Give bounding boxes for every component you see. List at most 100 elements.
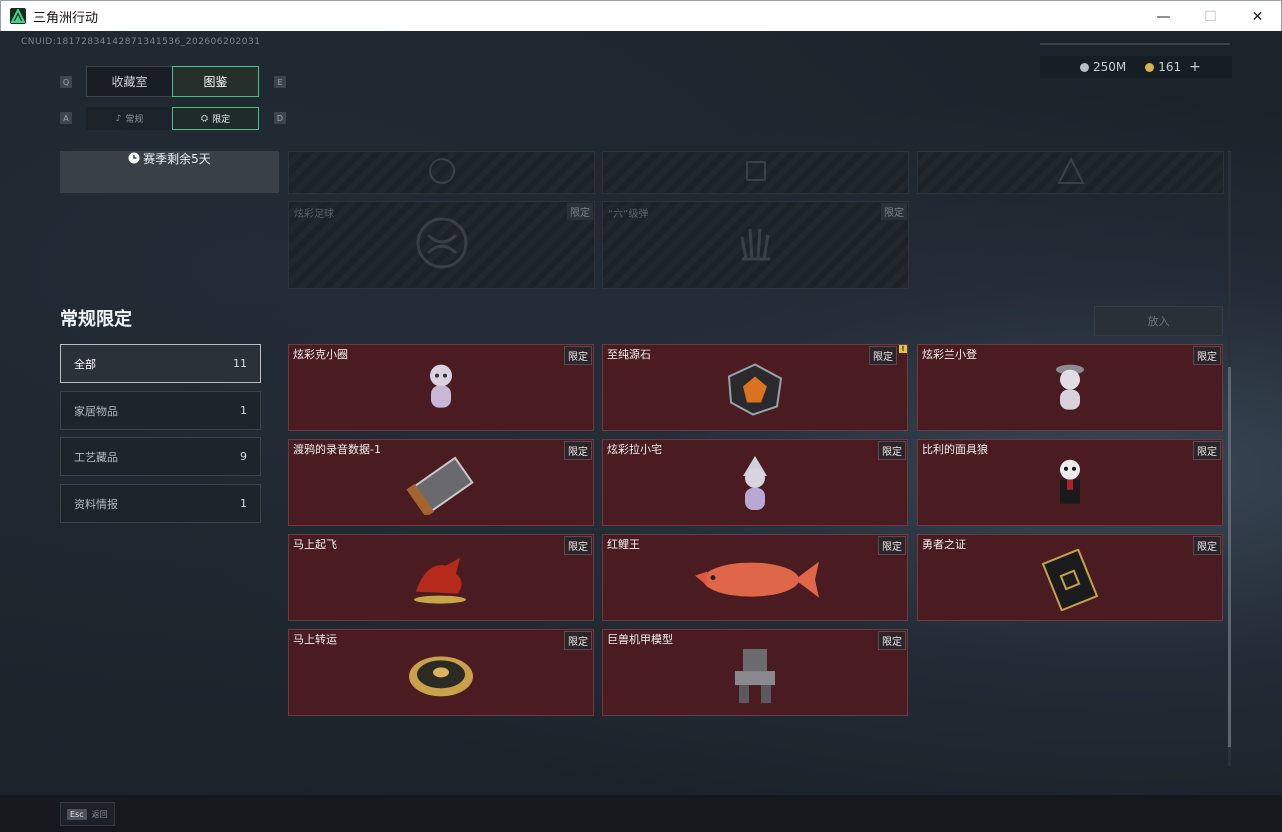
football-icon: [414, 215, 470, 275]
limited-tag: 限定: [878, 536, 906, 555]
limited-tag: 限定: [564, 441, 592, 460]
category-all[interactable]: 全部 11: [60, 344, 261, 383]
locked-item-card[interactable]: “六”级弹 限定: [602, 201, 909, 289]
hand-gesture-icon: [728, 215, 784, 275]
medal-card-icon: [1037, 547, 1103, 614]
category-label: 家居物品: [74, 404, 118, 418]
tab-limited-label: 限定: [212, 115, 231, 125]
limited-tag: 限定: [1193, 536, 1221, 555]
compass-disc-icon: [407, 648, 475, 704]
add-currency-button[interactable]: +: [1189, 59, 1201, 75]
item-card[interactable]: 红鲤王 限定: [602, 534, 908, 621]
key-hint-q: Q: [60, 76, 72, 88]
game-viewport: CNUID:18172834142871341536_202606202031 …: [0, 31, 1282, 832]
item-card[interactable]: 比利的面具狼 限定: [917, 439, 1223, 526]
category-intel[interactable]: 资料情报 1: [60, 484, 261, 523]
item-name: 马上起飞: [293, 538, 337, 551]
category-label: 工艺藏品: [74, 450, 118, 464]
item-card[interactable]: 渡鸦的录音数据-1 限定: [288, 439, 594, 526]
item-card[interactable]: 马上起飞 限定: [288, 534, 594, 621]
limited-icon: ⛭: [200, 113, 209, 124]
item-card[interactable]: 至纯源石 限定 !: [602, 344, 908, 431]
item-name: 炫彩克小圈: [293, 348, 348, 361]
section-title: 常规限定: [60, 309, 132, 330]
tab-limited[interactable]: ⛭ 限定: [172, 107, 259, 130]
key-hint-a: A: [60, 112, 72, 124]
category-home-goods[interactable]: 家居物品 1: [60, 391, 261, 430]
item-name: 渡鸦的录音数据-1: [293, 443, 381, 456]
gold-amount: 161: [1158, 60, 1182, 74]
locked-item-card[interactable]: [917, 151, 1224, 194]
app-logo-icon: [10, 8, 26, 24]
item-card[interactable]: 炫彩拉小宅 限定: [602, 439, 908, 526]
limited-tag: 限定: [567, 203, 593, 220]
item-name: 巨兽机甲模型: [607, 633, 673, 646]
limited-tag: 限定: [1193, 346, 1221, 365]
footer-bar: Esc 返回: [0, 795, 1282, 832]
locked-item-icon: [427, 156, 457, 190]
locked-item-card[interactable]: [602, 151, 909, 194]
item-name: 马上转运: [293, 633, 337, 646]
item-name: 比利的面具狼: [922, 443, 988, 456]
item-card[interactable]: 马上转运 限定: [288, 629, 594, 716]
locked-item-name: “六”级弹: [608, 209, 649, 220]
category-count: 9: [240, 450, 247, 463]
put-in-button[interactable]: 放入: [1094, 306, 1223, 336]
koi-fish-icon: [689, 551, 821, 611]
silver-coin-icon: [1080, 62, 1089, 72]
puppet-icon: [1052, 455, 1088, 517]
item-card[interactable]: 炫彩克小圈 限定: [288, 344, 594, 431]
top-divider: [1040, 43, 1230, 45]
data-drive-icon: [406, 454, 476, 518]
item-card[interactable]: 勇者之证 限定: [917, 534, 1223, 621]
limited-tag: 限定: [881, 203, 907, 220]
limited-tag: 限定: [564, 536, 592, 555]
silver-amount: 250M: [1093, 60, 1127, 74]
locked-item-card[interactable]: 炫彩足球 限定: [288, 201, 595, 289]
season-remaining: 赛季剩余5天: [143, 151, 211, 166]
limited-tag: 限定: [878, 631, 906, 650]
item-name: 炫彩拉小宅: [607, 443, 662, 456]
category-count: 1: [240, 404, 247, 417]
esc-key-hint: Esc: [67, 808, 87, 820]
tab-regular[interactable]: ♪ 常规: [86, 107, 173, 130]
key-hint-d: D: [274, 112, 286, 124]
note-icon: ♪: [115, 113, 122, 124]
maximize-button[interactable]: ☐: [1204, 8, 1217, 25]
item-name: 勇者之证: [922, 538, 966, 551]
category-label: 全部: [74, 357, 96, 371]
mech-model-icon: [725, 643, 785, 711]
user-uid: CNUID:18172834142871341536_202606202031: [21, 37, 261, 47]
figurine-icon: [1050, 361, 1090, 421]
gem-stone-icon: [725, 362, 785, 420]
locked-item-icon: [741, 156, 771, 190]
new-badge: !: [899, 345, 907, 353]
minimize-button[interactable]: —: [1156, 8, 1171, 25]
locked-item-card[interactable]: [288, 151, 595, 194]
limited-tag: 限定: [1193, 441, 1221, 460]
back-button[interactable]: Esc 返回: [60, 802, 115, 826]
item-name: 红鲤王: [607, 538, 640, 551]
locked-item-name: 炫彩足球: [294, 209, 334, 220]
limited-tag: 限定: [878, 441, 906, 460]
category-crafts[interactable]: 工艺藏品 9: [60, 437, 261, 476]
limited-tag: 限定: [869, 346, 897, 365]
category-count: 1: [240, 497, 247, 510]
scrollbar-thumb[interactable]: [1228, 367, 1231, 747]
locked-item-icon: [1056, 156, 1086, 190]
key-hint-e: E: [274, 76, 286, 88]
item-card[interactable]: 炫彩兰小登 限定: [917, 344, 1223, 431]
category-label: 资料情报: [74, 497, 118, 511]
gold-coin-icon: [1145, 62, 1155, 72]
clock-icon: [128, 152, 140, 164]
tab-regular-label: 常规: [125, 115, 144, 125]
item-name: 炫彩兰小登: [922, 348, 977, 361]
figurine-icon: [735, 453, 775, 519]
tab-collection-room[interactable]: 收藏室: [86, 66, 173, 97]
close-button[interactable]: ✕: [1251, 8, 1264, 25]
tab-catalog[interactable]: 图鉴: [172, 66, 259, 97]
limited-tag: 限定: [564, 346, 592, 365]
scrollbar[interactable]: [1228, 151, 1231, 766]
item-card[interactable]: 巨兽机甲模型 限定: [602, 629, 908, 716]
figurine-icon: [421, 361, 461, 421]
